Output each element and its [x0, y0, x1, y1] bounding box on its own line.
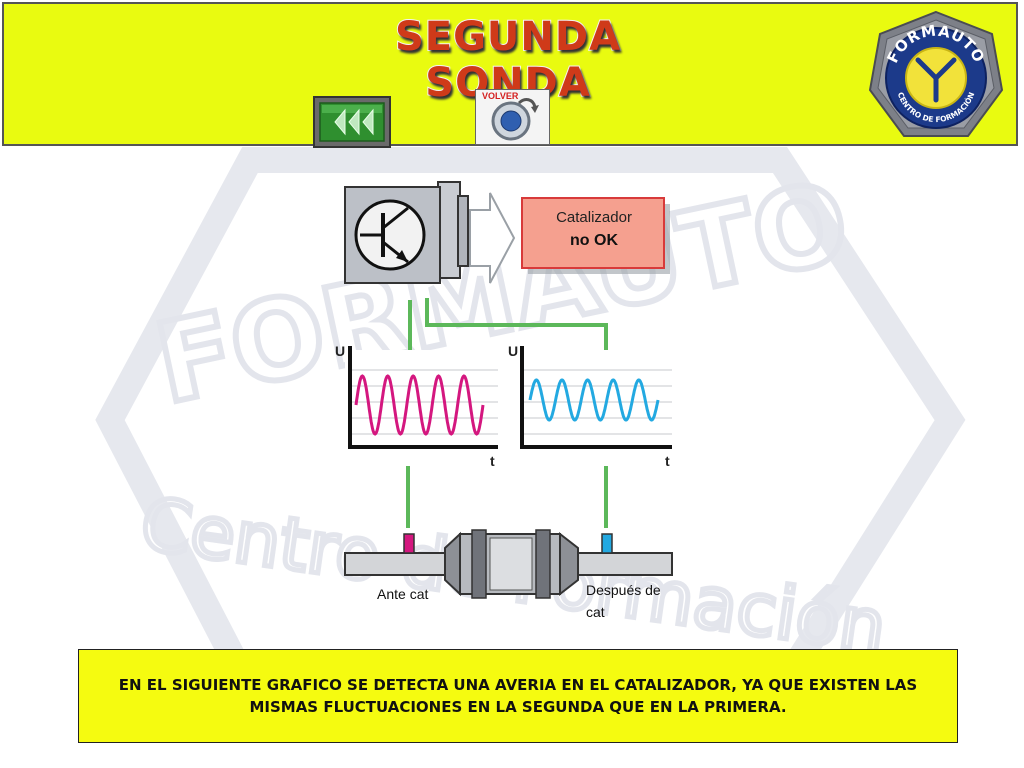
transistor-icon — [354, 199, 426, 271]
triple-chevron-left-icon — [334, 108, 374, 136]
axes-after — [520, 346, 672, 449]
probe-before — [403, 533, 415, 554]
axis-u-label: U — [508, 343, 518, 359]
volver-label: VOLVER — [482, 91, 519, 101]
caption-box: EN EL SIGUIENTE GRAFICO SE DETECTA UNA A… — [78, 649, 958, 743]
return-arrow-icon — [517, 98, 537, 108]
label-after-line2: cat — [586, 604, 605, 620]
axis-t-label: t — [665, 453, 670, 469]
volver-button[interactable]: VOLVER — [475, 89, 550, 145]
exhaust-pipe — [344, 529, 673, 599]
signal-wave-before — [354, 374, 485, 436]
result-status: no OK — [570, 232, 618, 249]
formauto-logo: FORMAUTO CENTRO DE FORMACIÓN — [868, 10, 1004, 137]
axis-u-label: U — [335, 343, 345, 359]
result-label: Catalizador — [556, 209, 632, 226]
sensor-connectors — [406, 298, 608, 528]
label-after-line1: Después de — [586, 582, 661, 598]
axes-before — [348, 346, 498, 449]
signal-wave-after — [528, 378, 660, 422]
result-box — [521, 197, 665, 269]
back-button[interactable] — [313, 96, 391, 148]
chart-before: U t — [335, 343, 505, 469]
probe-after — [601, 533, 613, 554]
control-unit — [344, 181, 469, 284]
output-arrow-icon — [469, 192, 516, 284]
label-before: Ante cat — [377, 586, 428, 602]
chart-after: U t — [508, 343, 680, 469]
catalytic-converter — [444, 529, 579, 599]
caption-text: EN EL SIGUIENTE GRAFICO SE DETECTA UNA A… — [118, 676, 918, 716]
axis-t-label: t — [490, 453, 495, 469]
